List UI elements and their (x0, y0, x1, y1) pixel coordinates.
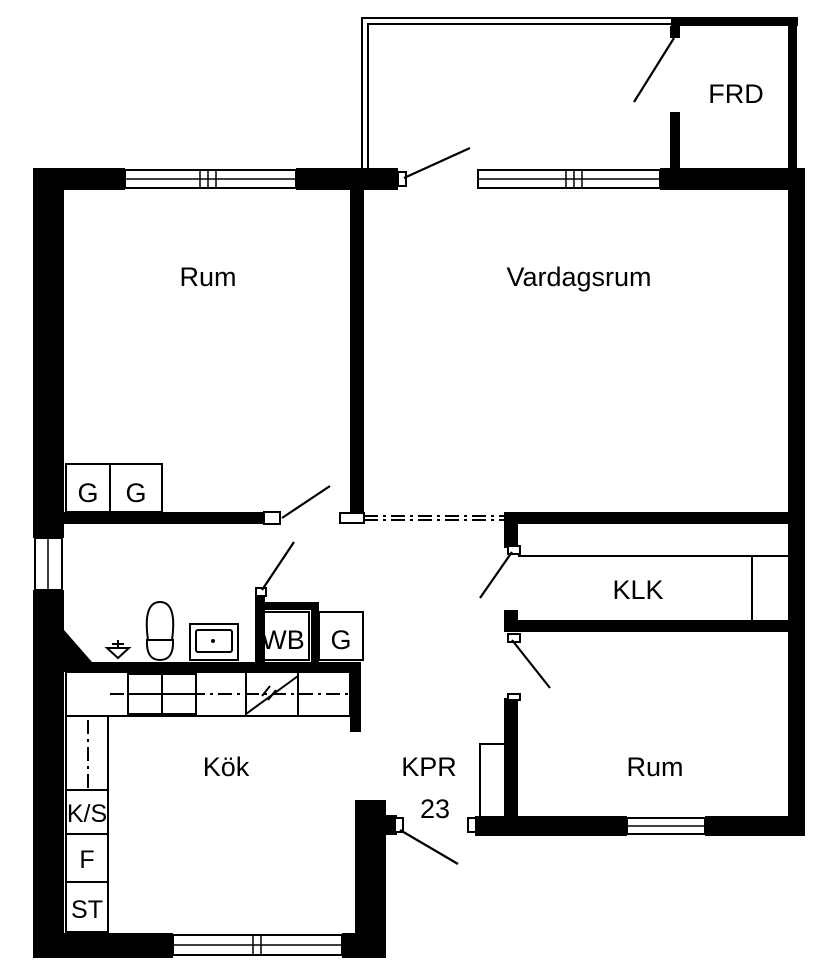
st-box (65, 881, 109, 933)
room-label-kpr: KPR (401, 752, 457, 782)
g-box-3 (318, 611, 364, 661)
window-rum-top (124, 169, 297, 189)
g-label-2: G (125, 478, 146, 508)
window-bath (34, 537, 63, 591)
window-vardagsrum (477, 169, 661, 189)
sink-icon (189, 623, 239, 661)
st-label: ST (71, 896, 103, 924)
fixtures: G G WB G (65, 463, 364, 933)
g-label-3: G (330, 625, 351, 655)
door-entrance (394, 817, 477, 865)
exterior-walls (33, 168, 805, 958)
doors (255, 146, 551, 865)
door-balcony (397, 146, 471, 187)
room-label-rum-bottom: Rum (626, 752, 683, 782)
room-label-rum-top: Rum (179, 262, 236, 292)
klk-closet (479, 555, 788, 816)
floor-drain-icon (104, 640, 132, 660)
g-box-2 (109, 463, 163, 513)
balcony (361, 17, 798, 169)
door-klk (479, 545, 521, 599)
door-rum-top (263, 485, 331, 525)
ks-label: K/S (67, 800, 107, 828)
balcony-door-swing (633, 37, 675, 103)
opening-vardagsrum (339, 512, 504, 524)
windows (34, 169, 706, 956)
window-rum-bottom (626, 817, 706, 835)
room-label-kok: Kök (203, 752, 250, 782)
door-bath (255, 541, 295, 597)
wb-box (256, 611, 310, 661)
toilet-icon (145, 600, 175, 662)
g-label-1: G (77, 478, 98, 508)
room-label-frd: FRD (708, 79, 764, 109)
room-label-vardagsrum: Vardagsrum (506, 262, 651, 292)
interior-walls (64, 190, 790, 818)
room-label-klk: KLK (612, 575, 663, 605)
room-label-kpr-number: 23 (420, 794, 450, 824)
f-label: F (79, 846, 94, 874)
window-kok (172, 934, 343, 956)
wb-label: WB (261, 625, 305, 655)
door-rum-bottom (507, 633, 551, 701)
room-labels: Rum Vardagsrum FRD KLK Rum Kök KPR 23 (179, 79, 763, 824)
